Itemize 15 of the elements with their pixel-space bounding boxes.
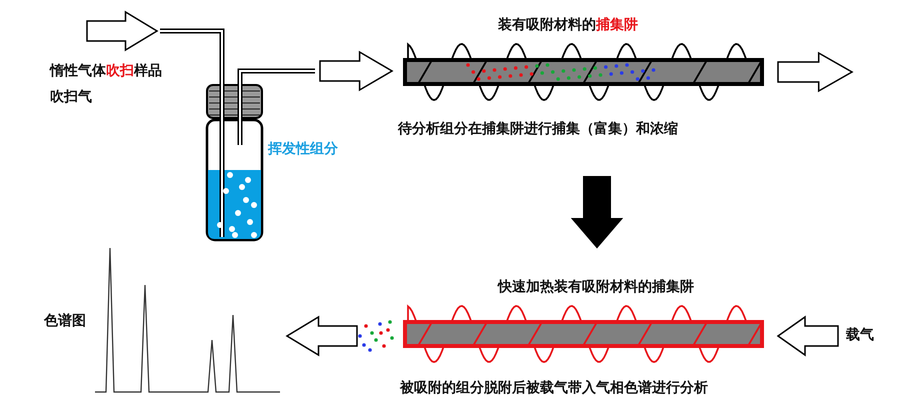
trap-title: 装有吸附材料的捕集阱 — [498, 16, 638, 34]
trap-title: 快速加热装有吸附材料的捕集阱 — [498, 278, 694, 296]
trap-caption: 待分析组分在捕集阱进行捕集（富集）和浓缩 — [398, 120, 678, 138]
flow-arrow — [777, 52, 854, 92]
flow-arrow — [86, 10, 158, 52]
down-arrow — [570, 176, 624, 249]
component-label: 挥发性组分 — [268, 140, 338, 158]
description-text: 惰性气体吹扫样品 — [50, 62, 162, 80]
chromatogram-label: 色谱图 — [44, 312, 86, 330]
edge-label: 吹扫气 — [50, 88, 92, 106]
edge-label: 载气 — [846, 326, 874, 344]
flow-arrow — [776, 316, 839, 356]
flow-arrow — [286, 316, 358, 356]
flow-arrow — [319, 50, 394, 92]
trap-caption: 被吸附的组分脱附后被载气带入气相色谱进行分析 — [400, 379, 708, 397]
